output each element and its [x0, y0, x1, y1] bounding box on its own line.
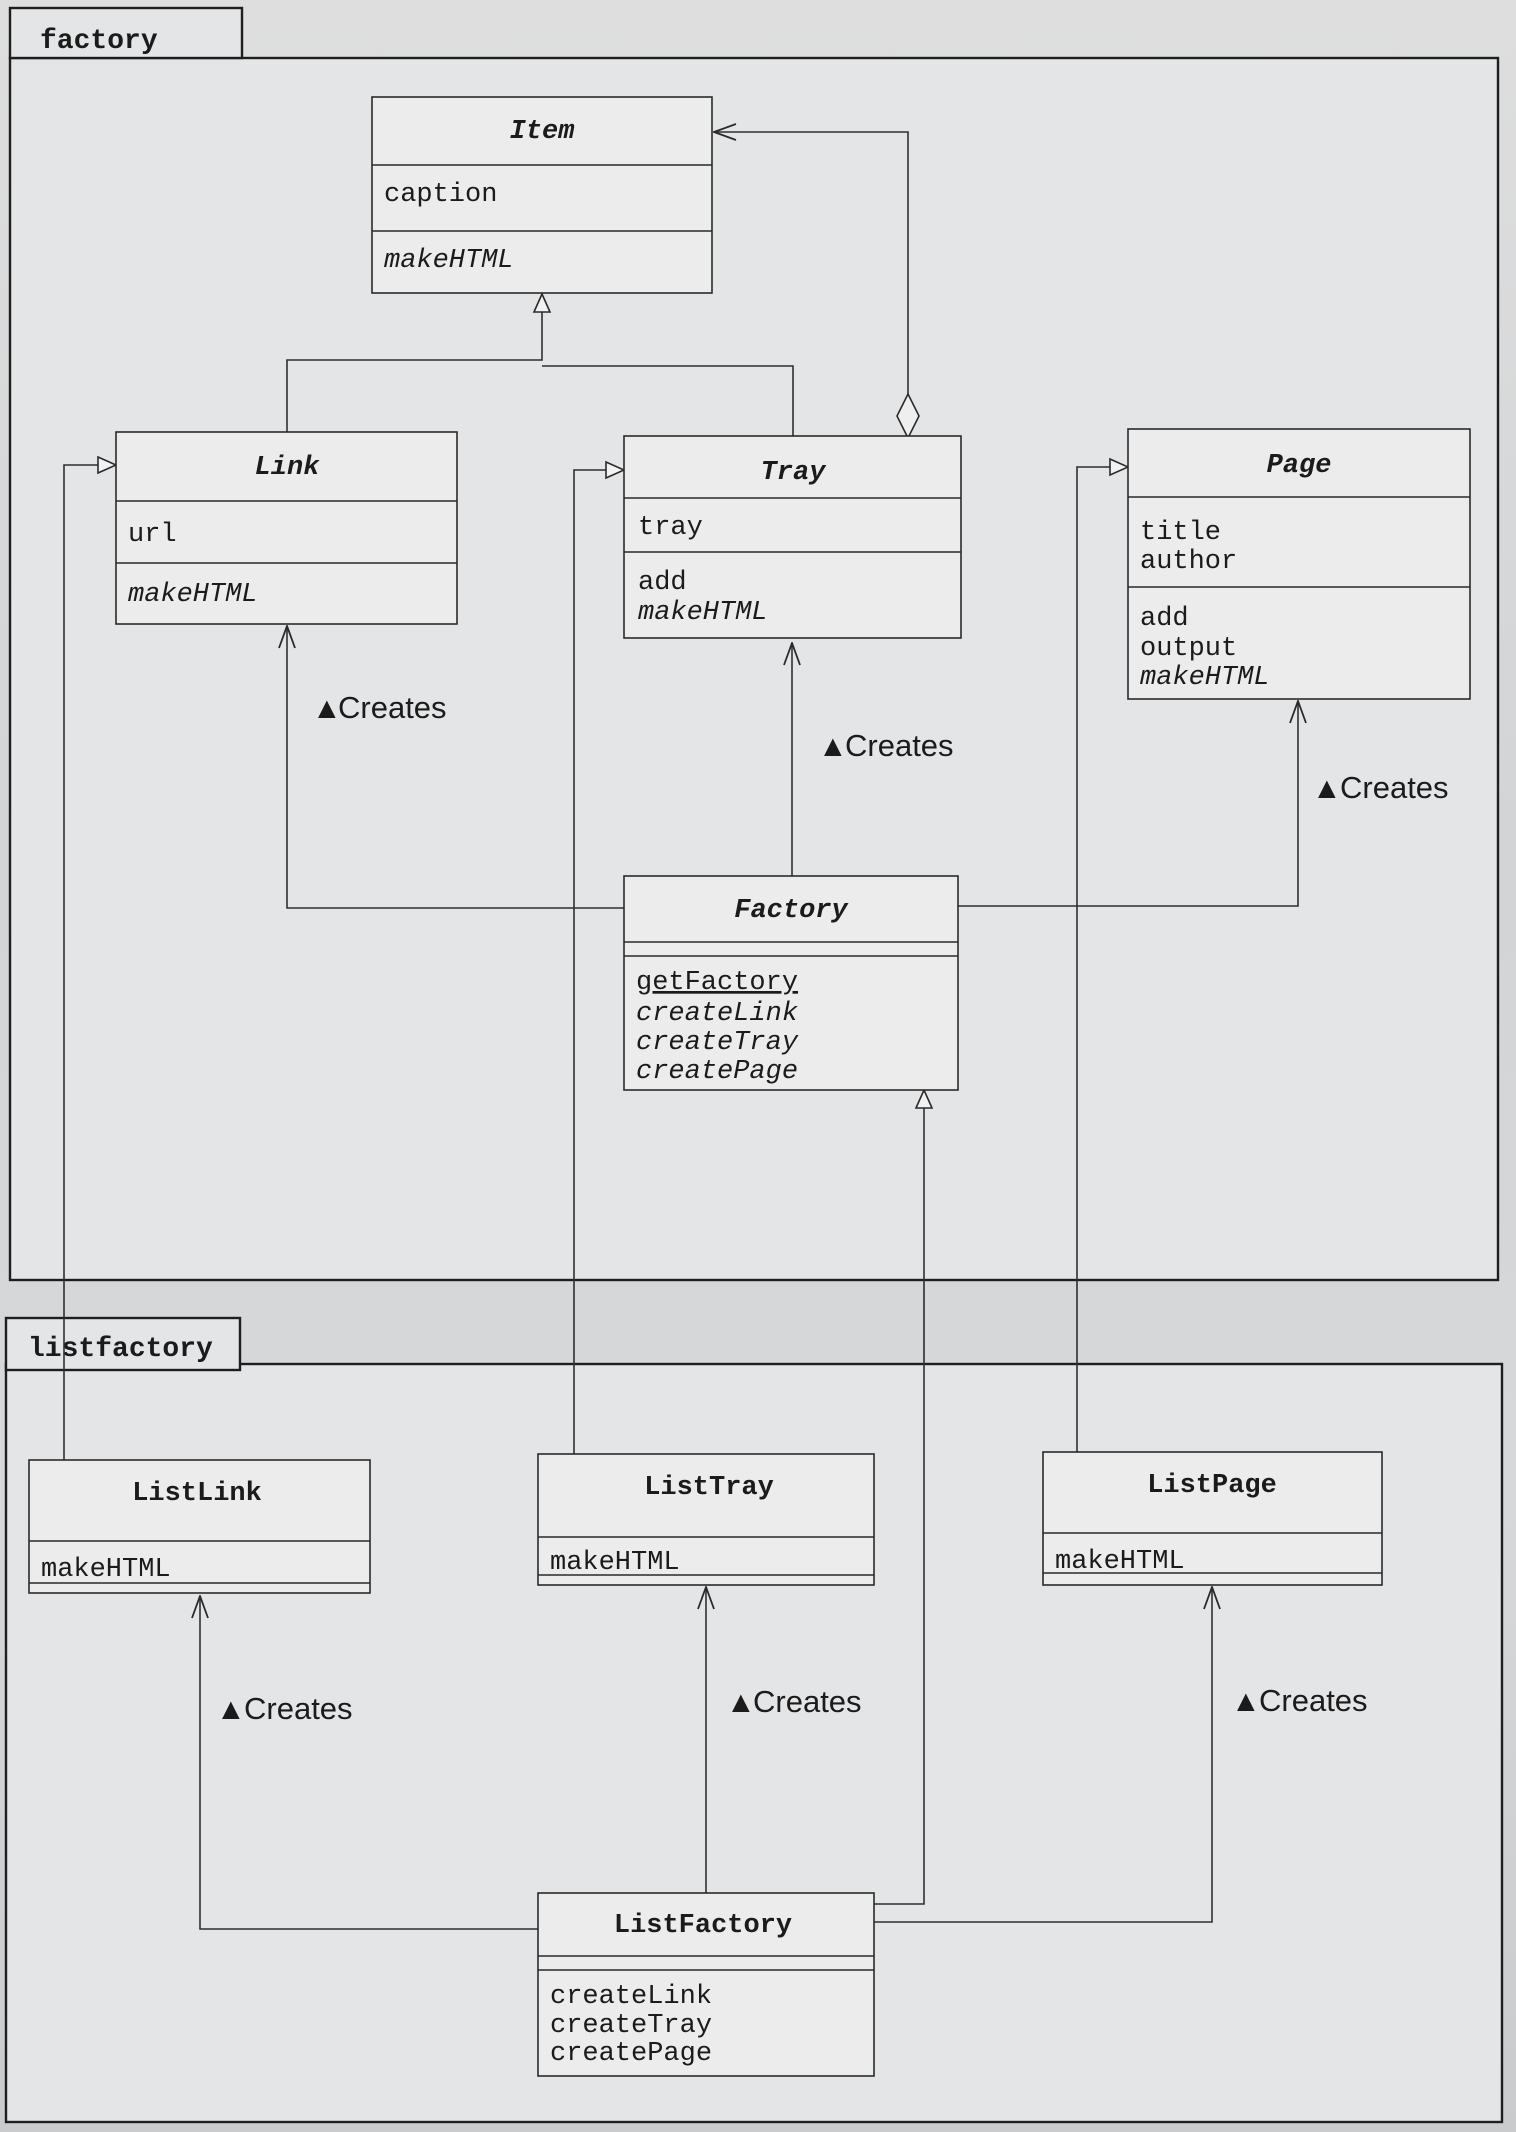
- creates-marker: ▲: [818, 730, 848, 763]
- creates-label-listlink: ▲ Creates: [216, 1691, 353, 1726]
- listlink-to-link-generalization: [63, 465, 116, 1460]
- class-page-attribute: author: [1140, 547, 1237, 577]
- listfactory-creates-listlink: [200, 1596, 538, 1930]
- class-factory-method: createPage: [636, 1057, 798, 1087]
- class-tray-attribute: tray: [638, 513, 703, 543]
- class-listpage: ListPage makeHTML: [1042, 1451, 1383, 1586]
- creates-label-tray: ▲ Creates: [818, 728, 954, 763]
- class-item-attribute: caption: [384, 180, 497, 210]
- creates-marker: ▲: [1312, 772, 1342, 805]
- class-factory: Factory getFactory createLink createTray…: [623, 875, 959, 1091]
- class-tray-method: add: [638, 568, 687, 598]
- link-to-item-generalization: [286, 294, 542, 432]
- creates-marker: ▲: [216, 1693, 246, 1726]
- creates-marker: ▲: [726, 1686, 756, 1719]
- class-link: Link url makeHTML: [115, 431, 458, 625]
- listtray-to-tray-generalization: [573, 470, 624, 1454]
- class-listlink: ListLink makeHTML: [28, 1459, 371, 1594]
- class-item: Item caption makeHTML: [371, 96, 713, 294]
- class-listlink-name: ListLink: [132, 1479, 262, 1509]
- class-listpage-name: ListPage: [1147, 1471, 1277, 1501]
- class-listtray-name: ListTray: [644, 1473, 774, 1503]
- class-link-attribute: url: [128, 520, 177, 550]
- class-listfactory-method: createPage: [550, 2039, 712, 2069]
- class-page-name: Page: [1267, 451, 1332, 481]
- class-tray-method: makeHTML: [638, 598, 768, 628]
- creates-label-page: ▲ Creates: [1312, 770, 1449, 805]
- class-link-name: Link: [255, 453, 321, 483]
- creates-text: Creates: [845, 728, 954, 763]
- package-factory-name: factory: [40, 26, 158, 57]
- factory-creates-link: [287, 626, 624, 909]
- class-link-method: makeHTML: [128, 580, 258, 610]
- class-listtray-method: makeHTML: [550, 1548, 680, 1578]
- class-tray: Tray tray add makeHTML: [623, 435, 962, 639]
- relationships: [63, 132, 1298, 1930]
- class-page-method: add: [1140, 604, 1189, 634]
- listpage-to-page-generalization: [1076, 467, 1128, 1452]
- class-tray-name: Tray: [761, 458, 828, 488]
- creates-marker: ▲: [312, 692, 342, 725]
- creates-text: Creates: [244, 1691, 353, 1726]
- aggregation-diamond: [896, 392, 920, 440]
- creates-text: Creates: [1340, 770, 1449, 805]
- creates-marker: ▲: [1231, 1685, 1261, 1718]
- class-factory-name: Factory: [734, 896, 849, 926]
- factory-creates-page: [958, 701, 1298, 907]
- tray-to-item-generalization: [542, 365, 794, 436]
- creates-text: Creates: [1259, 1683, 1368, 1718]
- class-page-method: makeHTML: [1140, 663, 1270, 693]
- listfactory-to-factory-generalization: [874, 1090, 924, 1905]
- creates-text: Creates: [338, 690, 447, 725]
- class-factory-method: createTray: [636, 1028, 799, 1058]
- class-page-method: output: [1140, 634, 1237, 664]
- class-listfactory-method: createTray: [550, 2011, 712, 2041]
- creates-labels: ▲ Creates ▲ Creates ▲ Creates ▲ Creates …: [216, 690, 1449, 1726]
- package-listfactory-name: listfactory: [28, 1334, 213, 1365]
- class-item-name: Item: [510, 117, 575, 147]
- class-listfactory-name: ListFactory: [614, 1911, 792, 1941]
- class-listpage-method: makeHTML: [1055, 1547, 1185, 1577]
- class-listtray: ListTray makeHTML: [537, 1453, 875, 1586]
- creates-label-link: ▲ Creates: [312, 690, 447, 725]
- class-listlink-method: makeHTML: [41, 1555, 171, 1585]
- creates-label-listtray: ▲ Creates: [726, 1684, 862, 1719]
- creates-text: Creates: [753, 1684, 862, 1719]
- creates-label-listpage: ▲ Creates: [1231, 1683, 1368, 1718]
- tray-item-aggregation: [714, 132, 909, 414]
- class-factory-method: getFactory: [636, 968, 798, 998]
- class-item-method: makeHTML: [384, 246, 514, 276]
- class-listfactory-method: createLink: [550, 1982, 712, 2012]
- listfactory-creates-listpage: [874, 1587, 1212, 1923]
- class-listfactory: ListFactory createLink createTray create…: [537, 1892, 875, 2077]
- class-page: Page title author add output makeHTML: [1127, 428, 1471, 700]
- class-factory-method: createLink: [636, 999, 798, 1029]
- class-page-attribute: title: [1140, 518, 1221, 548]
